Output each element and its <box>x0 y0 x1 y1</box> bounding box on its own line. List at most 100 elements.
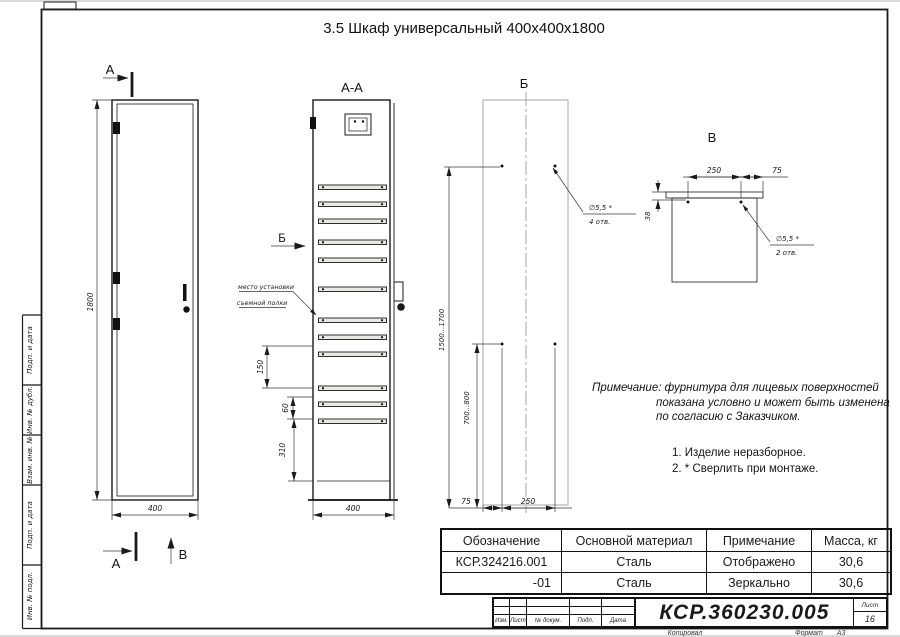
shelf-callout: место установки съемной полки <box>237 284 317 316</box>
shelf-rail <box>318 257 387 263</box>
svg-text:75: 75 <box>772 166 782 175</box>
mounting-holes-top <box>686 200 743 204</box>
spec-cell: Отображено <box>707 552 812 573</box>
shelf-rail <box>318 184 387 190</box>
note-item: 2. * Сверлить при монтаже. <box>672 462 819 475</box>
svg-text:2 отв.: 2 отв. <box>776 249 797 257</box>
section-aa-view: А-А <box>237 80 405 520</box>
sidebar-label: Подп. и дата <box>26 326 34 374</box>
view-arrow-v: В <box>167 537 188 564</box>
dim-1500-1700: 1500...1700 <box>438 166 500 508</box>
hole-callout-v: ∅5,5 * 2 отв. <box>742 204 814 257</box>
sidebar-label: Инв. № подл. <box>26 572 34 620</box>
drawing-frame <box>21 1 889 630</box>
sheet-title: 3.5 Шкаф универсальный 400х400х1800 <box>323 20 605 37</box>
section-mark-a-bottom: А <box>103 532 138 571</box>
dim-chain-bottom-b: 75 250 <box>449 348 572 512</box>
format-value: А3 <box>836 630 846 637</box>
dim-310: 310 <box>278 419 313 482</box>
shelf-rails <box>318 184 387 424</box>
title-block: Изм. Лист № докум. Подп. Дата КСР.360230… <box>492 597 888 628</box>
svg-text:Б: Б <box>278 233 286 245</box>
door-lock-side <box>393 281 405 311</box>
section-aa-label: А-А <box>341 80 363 95</box>
dim-38: 38 <box>644 180 686 220</box>
tb-col-label: Дата <box>602 615 635 626</box>
svg-text:В: В <box>179 547 188 562</box>
frame-sidebar-labels: Подп. и дата Инв. № дубл. Взам. инв. № П… <box>26 326 34 620</box>
svg-text:400: 400 <box>148 504 163 513</box>
svg-text:310: 310 <box>278 443 287 458</box>
svg-text:150: 150 <box>256 360 265 375</box>
svg-text:1500...1700: 1500...1700 <box>438 308 446 351</box>
sheet-cell: Лист 16 <box>852 599 886 626</box>
spec-cell: -01 <box>442 573 562 593</box>
lock-box <box>344 113 372 136</box>
copied-label: Копировал <box>667 630 703 637</box>
top-stamp-box <box>43 1 77 10</box>
front-view: 1800 400 А А В <box>86 62 199 571</box>
spec-cell: 30,6 <box>838 576 864 590</box>
shelf-rail <box>318 334 387 340</box>
spec-cell: Сталь <box>562 552 707 573</box>
dim-150: 150 <box>256 345 313 389</box>
top-panel <box>671 197 758 283</box>
mounting-holes <box>500 164 557 346</box>
dim-1800: 1800 <box>86 99 112 501</box>
view-arrow-b: Б <box>271 233 306 250</box>
spec-header: Обозначение <box>442 530 562 552</box>
svg-text:4 отв.: 4 отв. <box>589 218 610 226</box>
tb-col-label: № докум. <box>527 615 570 626</box>
svg-text:съемной полки: съемной полки <box>237 300 288 307</box>
top-flange <box>665 191 764 199</box>
spec-table: Обозначение Основной материал Примечание… <box>440 528 892 595</box>
title-block-revision-grid: Изм. Лист № докум. Подп. Дата <box>494 599 635 626</box>
svg-text:75: 75 <box>461 497 471 506</box>
shelf-rail <box>318 418 387 424</box>
dim-chain-top-v: 250 75 <box>683 166 788 198</box>
cabinet-section-outline <box>312 99 391 501</box>
tb-col-label: Подп. <box>570 615 602 626</box>
view-b-label: Б <box>520 76 529 91</box>
shelf-rail <box>318 351 387 357</box>
shelf-rail <box>318 218 387 224</box>
format-label: Формат <box>795 630 823 637</box>
svg-text:700...800: 700...800 <box>463 391 471 425</box>
remark-line: по согласию с Заказчиком. <box>656 411 801 423</box>
hole-callout-b: ∅5,5 * 4 отв. <box>552 167 636 226</box>
spec-cell: Зеркально <box>707 573 812 593</box>
panel-outline <box>482 99 569 506</box>
spec-cell: 30,6 <box>812 552 890 573</box>
svg-text:1800: 1800 <box>86 292 95 311</box>
shelf-rail <box>318 385 387 391</box>
shelf-rail <box>318 286 387 292</box>
spec-header: Основной материал <box>562 530 707 552</box>
hinge-mark <box>310 117 316 129</box>
sheet-number: 16 <box>864 614 875 624</box>
remark-note: Примечание: фурнитура для лицевых поверх… <box>592 381 892 425</box>
shelf-rail <box>318 239 387 245</box>
door-hinges <box>113 122 120 330</box>
format-stamp: Формат А3 <box>795 630 845 637</box>
spec-header: Масса, кг <box>812 530 890 552</box>
sidebar-label: Подп. и дата <box>26 501 34 549</box>
dim-400-front: 400 <box>111 500 199 520</box>
svg-text:∅5,5 *: ∅5,5 * <box>589 204 612 212</box>
view-v-label: В <box>708 130 717 145</box>
svg-text:А: А <box>106 62 115 77</box>
svg-text:250: 250 <box>707 166 722 175</box>
dim-400-section: 400 <box>312 500 395 520</box>
view-b: Б ∅5,5 * 4 отв. 1500...1700 700.. <box>438 76 636 513</box>
remark-line: Примечание: фурнитура для лицевых поверх… <box>592 382 879 394</box>
svg-text:А: А <box>112 556 121 571</box>
remark-line: показана условно и может быть изменена <box>656 396 890 409</box>
technical-requirements: 1. Изделие неразборное. 2. * Сверлить пр… <box>672 446 818 477</box>
svg-text:∅5,5 *: ∅5,5 * <box>776 235 799 243</box>
door-handle <box>183 284 190 313</box>
window-edge-bottom <box>0 635 900 637</box>
sheet-label: Лист <box>853 599 886 612</box>
tb-col-label: Лист <box>510 615 527 626</box>
svg-text:400: 400 <box>346 504 361 513</box>
